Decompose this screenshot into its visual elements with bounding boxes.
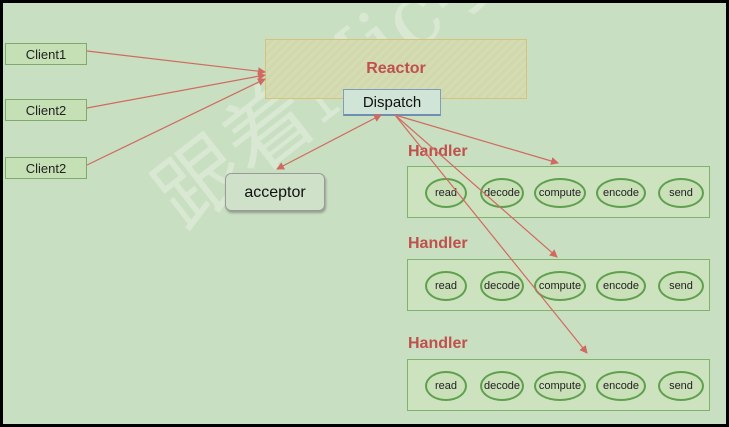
arrow-client3-reactor: [86, 78, 266, 166]
diagram-canvas: 跟着Mic学架构 Client1 Client2 Client2 Reactor…: [3, 3, 726, 424]
step-decode: decode: [480, 371, 524, 401]
reactor-label: Reactor: [366, 60, 426, 77]
client-box-1: Client1: [5, 43, 87, 65]
handler-label-2: Handler: [408, 235, 468, 252]
arrow-client1-reactor: [86, 50, 266, 76]
acceptor-box: acceptor: [225, 173, 325, 211]
step-send: send: [658, 178, 704, 208]
arrows-layer: [86, 50, 588, 354]
step-send: send: [658, 371, 704, 401]
step-encode: encode: [596, 271, 646, 301]
step-encode: encode: [596, 371, 646, 401]
arrow-dispatch-acceptor: [276, 114, 382, 170]
step-decode: decode: [480, 271, 524, 301]
step-read: read: [425, 271, 467, 301]
client-box-3: Client2: [5, 157, 87, 179]
step-compute: compute: [534, 271, 586, 301]
handler-box-3: read decode compute encode send: [407, 359, 710, 411]
dispatch-box: Dispatch: [343, 89, 441, 116]
step-compute: compute: [534, 178, 586, 208]
handler-box-1: read decode compute encode send: [407, 166, 710, 218]
arrow-dispatch-handler3: [394, 114, 588, 354]
arrow-client2-reactor: [86, 72, 266, 109]
step-send: send: [658, 271, 704, 301]
step-decode: decode: [480, 178, 524, 208]
step-read: read: [425, 371, 467, 401]
arrow-dispatch-handler1: [394, 114, 559, 165]
handler-label-1: Handler: [408, 143, 468, 160]
handler-label-3: Handler: [408, 335, 468, 352]
client-box-2: Client2: [5, 99, 87, 121]
step-encode: encode: [596, 178, 646, 208]
handler-box-2: read decode compute encode send: [407, 259, 710, 311]
step-compute: compute: [534, 371, 586, 401]
arrow-dispatch-handler2: [394, 114, 558, 258]
